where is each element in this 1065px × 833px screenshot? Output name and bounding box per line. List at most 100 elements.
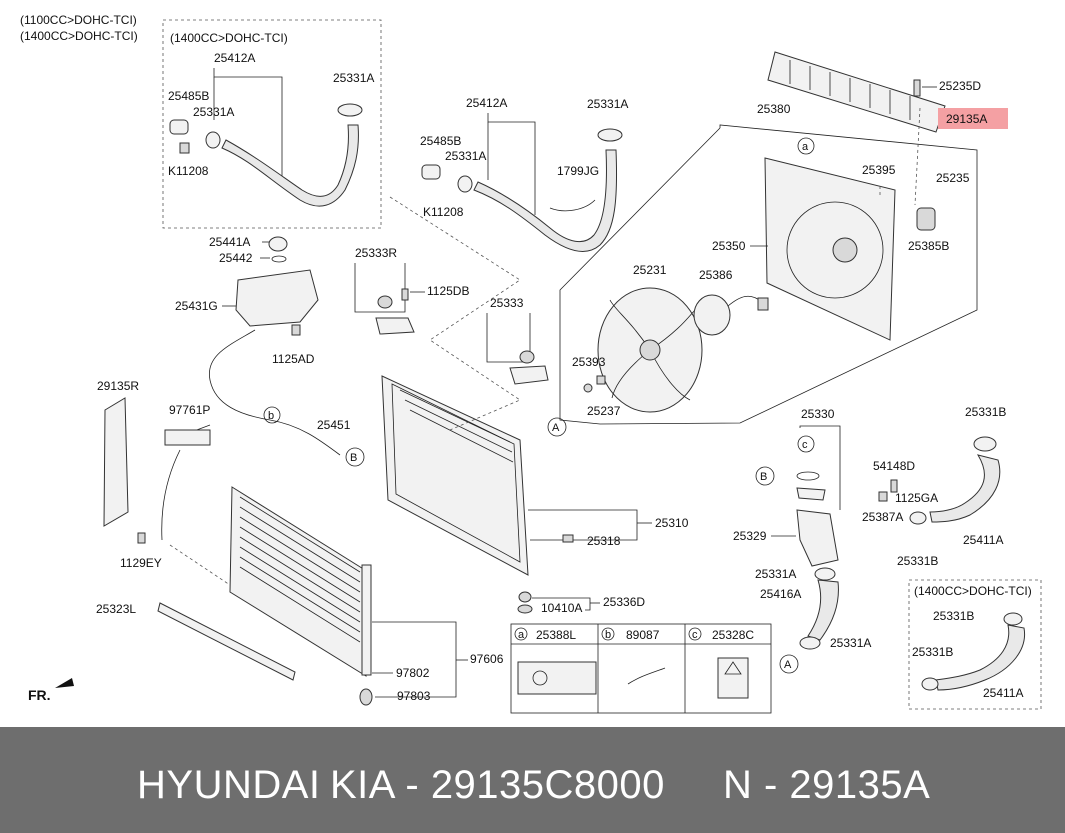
callout-A-hose[interactable]: A [779,654,799,674]
label-25333[interactable]: 25333 [490,296,524,310]
legend-c-circle [688,627,702,641]
label-29135A[interactable]: 29135A [946,112,987,126]
callout-B-thermostat[interactable]: B [755,466,775,486]
legend-c-part[interactable]: 25328C [712,628,754,642]
label-97803[interactable]: 97803 [397,689,431,703]
bracket-right[interactable] [375,317,415,335]
label-25336D[interactable]: 25336D [603,595,645,609]
bypass-hose[interactable] [929,454,1001,523]
parts-diagram: (1100CC>DOHC-TCI) (1400CC>DOHC-TCI) (140… [20,13,1042,714]
label-25441A[interactable]: 25441A [209,235,250,249]
fan-motor[interactable] [693,294,731,336]
clamp-icon [597,128,623,142]
air-guard-upper[interactable] [767,51,946,133]
label-25330[interactable]: 25330 [801,407,835,421]
bracket-left[interactable] [509,365,549,385]
label-1125GA[interactable]: 1125GA [895,491,938,505]
clamp-icon [909,511,927,525]
label-1129EY[interactable]: 1129EY [120,556,162,570]
callout-A-radiator[interactable]: A [547,417,567,437]
label-25331B-3[interactable]: 25331B [933,609,974,623]
cable-tie-icon [549,199,596,212]
label-25235[interactable]: 25235 [936,171,970,185]
receiver-drier[interactable] [361,564,372,676]
sensor-icon [878,491,888,502]
upper-hose-1400[interactable] [221,124,359,207]
label-25350[interactable]: 25350 [712,239,746,253]
label-25331A-2[interactable]: 25331A [333,71,374,85]
label-25331B-4[interactable]: 25331B [912,645,953,659]
label-1125DB[interactable]: 1125DB [427,284,469,298]
radiator-core[interactable] [381,375,529,576]
label-25331A-1[interactable]: 25331A [193,105,234,119]
label-25237[interactable]: 25237 [587,404,621,418]
label-25412A-2[interactable]: 25412A [466,96,507,110]
label-25331B-1[interactable]: 25331B [965,405,1006,419]
label-25431G[interactable]: 25431G [175,299,218,313]
label-1799JG[interactable]: 1799JG [557,164,599,178]
label-10410A[interactable]: 10410A [541,601,582,615]
label-25231[interactable]: 25231 [633,263,667,277]
bypass-hose-1400[interactable] [935,624,1026,691]
clamp-icon [799,636,821,650]
callout-c-thermostat[interactable]: c [797,435,815,453]
label-25331A-5[interactable]: 25331A [755,567,796,581]
label-97802[interactable]: 97802 [396,666,430,680]
label-25323L[interactable]: 25323L [96,602,136,616]
box-title-top-left: (1400CC>DOHC-TCI) [170,31,288,45]
thermostat-housing[interactable] [796,509,839,567]
label-25380[interactable]: 25380 [757,102,791,116]
callout-b-hose[interactable]: b [263,406,281,424]
label-25318[interactable]: 25318 [587,534,621,548]
label-25412A-1[interactable]: 25412A [214,51,255,65]
bolt-icon [401,288,409,301]
label-54148D[interactable]: 54148D [873,459,915,473]
label-25451[interactable]: 25451 [317,418,351,432]
label-25333R[interactable]: 25333R [355,246,397,260]
box-title-bottom-right: (1400CC>DOHC-TCI) [914,584,1032,598]
callout-a-shroud[interactable]: a [797,137,815,155]
label-1125AD[interactable]: 1125AD [272,352,315,366]
air-guard-right[interactable] [103,397,129,527]
reservoir-cap[interactable] [268,236,288,252]
air-guard-seal[interactable] [157,602,296,681]
fan-blade-vanes [609,299,696,401]
upper-hose[interactable] [473,149,618,253]
ac-pipe-bracket[interactable] [164,429,211,446]
legend-b-part[interactable]: 89087 [626,628,660,642]
label-25411A-1[interactable]: 25411A [963,533,1003,547]
label-25386[interactable]: 25386 [699,268,733,282]
label-25235D[interactable]: 25235D [939,79,981,93]
label-25395[interactable]: 25395 [862,163,896,177]
label-K11208-2[interactable]: K11208 [423,205,464,219]
label-25331B-2[interactable]: 25331B [897,554,938,568]
label-25442[interactable]: 25442 [219,251,253,265]
leader-25412A-2 [487,113,536,215]
label-25385B[interactable]: 25385B [908,239,949,253]
label-25331A-4[interactable]: 25331A [587,97,628,111]
label-25331A-3[interactable]: 25331A [445,149,486,163]
coolant-reservoir[interactable] [235,269,319,327]
label-25416A[interactable]: 25416A [760,587,801,601]
label-25485B-1[interactable]: 25485B [168,89,209,103]
label-25393[interactable]: 25393 [572,355,606,369]
label-25387A[interactable]: 25387A [862,510,903,524]
label-25485B-2[interactable]: 25485B [420,134,461,148]
label-25411A-2[interactable]: 25411A [983,686,1023,700]
label-25310[interactable]: 25310 [655,516,689,530]
lower-hose[interactable] [807,579,839,641]
label-29135R[interactable]: 29135R [97,379,139,393]
label-25329[interactable]: 25329 [733,529,767,543]
label-97606[interactable]: 97606 [470,652,504,666]
thermostat[interactable] [796,487,826,501]
label-K11208-1[interactable]: K11208 [168,164,209,178]
fan-resistor[interactable] [916,207,936,231]
legend-a-part[interactable]: 25388L [536,628,576,642]
footer-reference: N - 29135A [723,763,931,807]
fan-shroud[interactable] [764,157,896,341]
condenser-core[interactable] [229,486,367,677]
label-25331A-6[interactable]: 25331A [830,636,871,650]
callout-B-reservoir-hose[interactable]: B [345,447,365,467]
legend-border [510,623,772,714]
label-97761P[interactable]: 97761P [169,403,210,417]
